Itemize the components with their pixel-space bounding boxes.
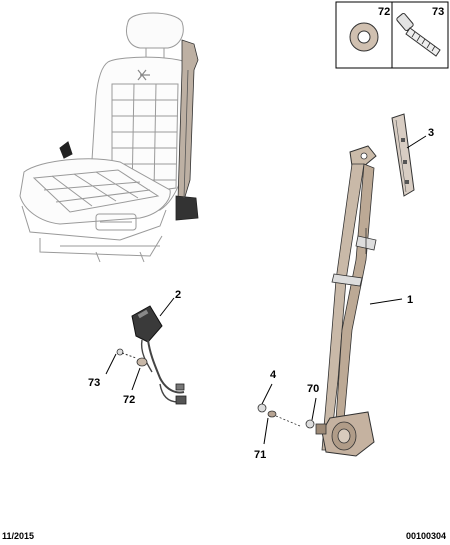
washer-72-small: [136, 357, 148, 367]
callout-4: 4: [270, 369, 277, 381]
callout-3: 3: [428, 127, 434, 139]
seat-illustration: [19, 12, 193, 263]
bolt-icon: [396, 12, 441, 57]
footer-date: 11/2015: [2, 531, 35, 541]
buckle-assembly: [131, 305, 187, 405]
inset-ref-bolt: 73: [432, 6, 444, 18]
small-fasteners: [257, 403, 315, 429]
callout-73: 73: [88, 377, 100, 389]
callout-1: 1: [407, 294, 413, 306]
upper-adjuster-rail: [391, 113, 415, 197]
footer-reference: 00100304: [405, 531, 446, 541]
washer-icon: [349, 22, 379, 52]
parts-inset-box: 72 73: [335, 1, 449, 69]
callout-2: 2: [175, 289, 181, 301]
callout-70: 70: [307, 383, 319, 395]
callout-71: 71: [254, 449, 266, 461]
inset-ref-washer: 72: [378, 6, 390, 18]
seat-belt-on-seat: [175, 39, 199, 221]
callout-72: 72: [123, 394, 135, 406]
seat-belt-assembly: [315, 145, 377, 457]
bolt-73-small: [116, 348, 137, 359]
